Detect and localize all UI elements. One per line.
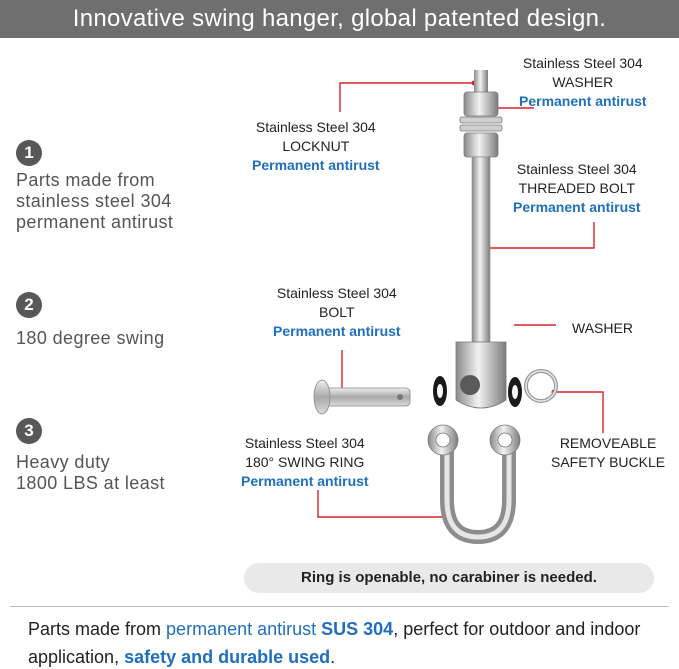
- label-line: THREADED BOLT: [518, 180, 636, 196]
- feature-text: 180 degree swing: [16, 328, 165, 349]
- label-antirust: Permanent antirust: [513, 199, 641, 215]
- label-line: 180° SWING RING: [245, 454, 365, 470]
- bottom-description: Parts made from permanent antirust SUS 3…: [28, 615, 668, 669]
- threaded-bolt-part: [455, 70, 507, 409]
- label-washer-top: Stainless Steel 304 WASHER Permanent ant…: [519, 54, 647, 111]
- label-swing-ring: Stainless Steel 304 180° SWING RING Perm…: [241, 434, 369, 491]
- desc-highlight-bold: SUS 304: [321, 619, 394, 639]
- desc-highlight: permanent antirust: [166, 619, 322, 639]
- label-bolt: Stainless Steel 304 BOLT Permanent antir…: [273, 284, 401, 341]
- label-line: LOCKNUT: [282, 138, 350, 154]
- label-line: Stainless Steel 304: [522, 55, 643, 71]
- label-line: Stainless Steel 304: [255, 119, 376, 135]
- feature-line: permanent antirust: [16, 212, 174, 232]
- feature-number-badge: 3: [16, 418, 42, 444]
- desc-highlight-bold: safety and durable used: [124, 647, 331, 667]
- feature-number-badge: 2: [16, 292, 42, 318]
- label-line: BOLT: [319, 304, 355, 320]
- swing-ring-part: [427, 424, 521, 545]
- pin-bolt-part: [313, 379, 411, 415]
- feature-line: Parts made from: [16, 170, 156, 190]
- divider: [10, 606, 669, 607]
- feature-text: Parts made from stainless steel 304 perm…: [16, 170, 173, 233]
- label-safety-buckle: REMOVEABLE SAFETY BUCKLE: [551, 434, 665, 472]
- desc-text: , perfect for outdoor and indoor applica…: [28, 619, 641, 667]
- ring-openable-callout: Ring is openable, no carabiner is needed…: [244, 563, 654, 593]
- desc-text: Parts made from: [28, 619, 167, 639]
- label-line: WASHER: [572, 320, 633, 336]
- label-antirust: Permanent antirust: [252, 157, 380, 173]
- split-ring-part: [524, 369, 558, 403]
- header-banner: Innovative swing hanger, global patented…: [0, 0, 679, 38]
- feature-text: Heavy duty 1800 LBS at least: [16, 452, 165, 494]
- label-antirust: Permanent antirust: [273, 323, 401, 339]
- label-line: Stainless Steel 304: [244, 435, 365, 451]
- label-antirust: Permanent antirust: [519, 93, 647, 109]
- feature-line: stainless steel 304: [16, 191, 172, 211]
- label-line: Stainless Steel 304: [516, 161, 637, 177]
- label-threaded-bolt: Stainless Steel 304 THREADED BOLT Perman…: [513, 160, 641, 217]
- feature-line: Heavy duty: [16, 452, 111, 472]
- banner-title: Innovative swing hanger, global patented…: [72, 5, 607, 32]
- desc-text: .: [330, 647, 336, 667]
- label-antirust: Permanent antirust: [241, 473, 369, 489]
- feature-line: 180 degree swing: [16, 328, 165, 348]
- label-locknut: Stainless Steel 304 LOCKNUT Permanent an…: [252, 118, 380, 175]
- label-line: REMOVEABLE: [559, 435, 657, 451]
- label-line: Stainless Steel 304: [276, 285, 397, 301]
- feature-line: 1800 LBS at least: [16, 473, 165, 493]
- feature-number-badge: 1: [16, 140, 42, 166]
- label-line: WASHER: [552, 74, 614, 90]
- label-line: SAFETY BUCKLE: [551, 454, 666, 470]
- rubber-washers: [433, 376, 522, 407]
- label-washer-side: WASHER: [572, 319, 633, 338]
